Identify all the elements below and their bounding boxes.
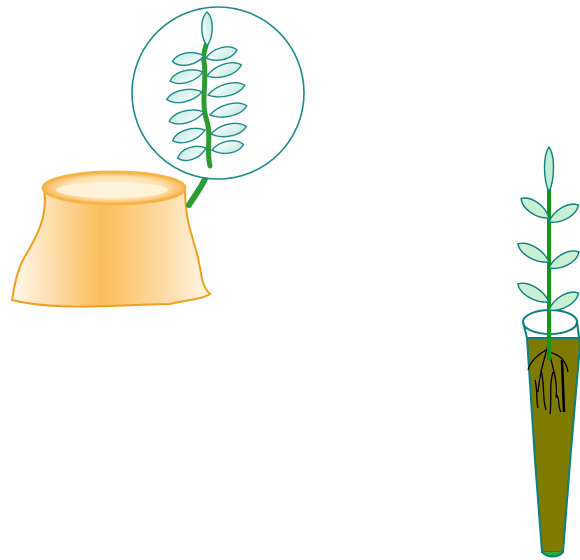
- tube-leaf-tip: [545, 147, 554, 192]
- tube-leaf-5: [515, 279, 552, 307]
- tube-leaf-3: [515, 239, 552, 267]
- stump-pot: [12, 172, 210, 307]
- magnified-shoot: [132, 7, 304, 179]
- stump-body: [12, 190, 210, 307]
- tube-leaf-2: [546, 200, 580, 227]
- stump-rim-inner: [56, 182, 168, 198]
- test-tube-plant: [515, 147, 580, 557]
- tube-leaf-4: [546, 247, 580, 274]
- tube-wall-left: [523, 322, 527, 338]
- tube-bottom: [542, 552, 563, 557]
